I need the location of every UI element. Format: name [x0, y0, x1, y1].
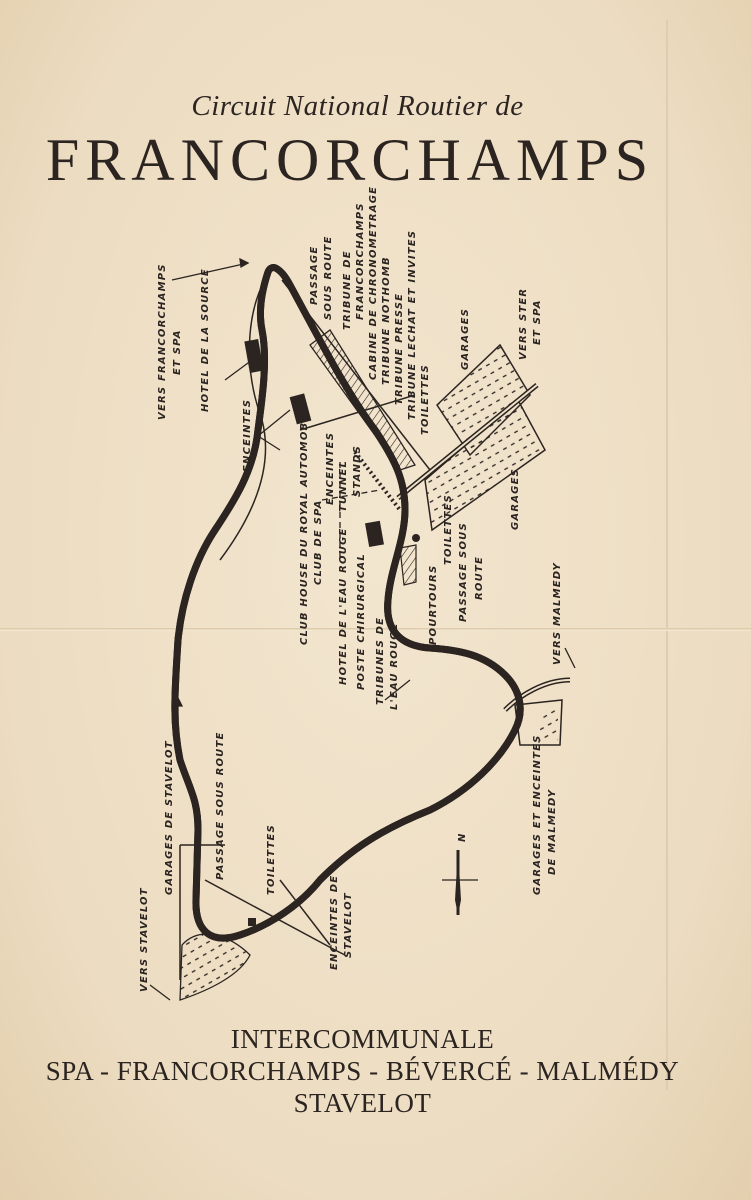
label-tribune-presse: TRIBUNE PRESSE — [394, 293, 405, 405]
eau-rouge-tribune — [399, 544, 417, 586]
label-cabine-chronometrage: CABINE DE CHRONOMETRAGE — [368, 186, 379, 380]
paddock-border-2 — [299, 394, 416, 431]
stavelot-garages-area — [179, 933, 251, 1001]
label-club-de-spa: CLUB DE SPA — [313, 499, 324, 585]
label-vers-francorchamps-spa: ET SPA — [172, 329, 183, 375]
label-tribune-francorchamps: FRANCORCHAMPS — [355, 202, 366, 320]
toilettes-building — [412, 534, 420, 542]
label-vers-malmedy: VERS MALMEDY — [552, 561, 563, 665]
label-tribunes-de: TRIBUNES DE — [375, 617, 386, 705]
label-route: ROUTE — [474, 556, 485, 600]
label-toilettes-2: TOILETTES — [443, 494, 454, 565]
label-enceintes-de: ENCEINTES DE — [329, 875, 340, 970]
malmedy-garages-fill — [540, 705, 558, 742]
paper-fold — [0, 628, 751, 631]
garages-area-top — [436, 343, 531, 457]
hotel-source-building — [244, 339, 264, 373]
label-passage: PASSAGE — [309, 246, 320, 305]
label-tribune-nothomb: TRIBUNE NOTHOMB — [381, 256, 392, 385]
hotel-eau-rouge-building — [365, 520, 384, 548]
label-vers-stavelot: VERS STAVELOT — [139, 887, 150, 992]
label-enceintes-2: ENCEINTES — [325, 432, 336, 505]
label-eau-rouge: L'EAU ROUGE — [389, 622, 400, 710]
label-hotel-source: HOTEL DE LA SOURCE — [200, 268, 211, 412]
tunnel-dashed — [321, 462, 381, 560]
label-vers-ster: VERS STER — [518, 288, 529, 360]
label-pourtours: POURTOURS — [428, 565, 439, 645]
stavelot-enclosures — [179, 844, 346, 980]
label-sous-route: SOUS ROUTE — [323, 236, 334, 320]
pit-stands — [353, 450, 402, 512]
club-house-building — [289, 393, 312, 425]
label-passage-sous: PASSAGE SOUS — [458, 522, 469, 622]
label-de-malmedy: DE MALMEDY — [547, 788, 558, 875]
label-tribune-de: TRIBUNE DE — [342, 250, 353, 330]
label-toilettes-3: TOILETTES — [266, 824, 277, 895]
north-label: N — [457, 832, 468, 842]
circuit-subtitle: Circuit National Routier de — [191, 90, 524, 122]
access-roads-inner — [397, 384, 571, 711]
north-arrow-icon — [455, 850, 461, 915]
label-enceintes: ENCEINTES — [242, 399, 253, 472]
label-poste-chirurgical: POSTE CHIRURGICAL — [356, 553, 367, 690]
footer-communes: SPA - FRANCORCHAMPS - BÉVERCÉ - MALMÉDY — [45, 1056, 680, 1086]
label-garages-bottom: GARAGES — [510, 468, 521, 530]
label-hotel-eau-rouge: HOTEL DE L'EAU ROUGE — [338, 527, 349, 685]
label-club-house: CLUB HOUSE DU ROYAL AUTOMOBILE — [299, 401, 310, 645]
label-tribune-lechat: TRIBUNE LECHAT ET INVITES — [407, 230, 418, 420]
circuit-title: FRANCORCHAMPS — [45, 127, 655, 193]
label-stands: STANDS — [352, 445, 363, 497]
label-toilettes: TOILETTES — [420, 364, 431, 435]
toilettes-stavelot-building — [248, 918, 256, 926]
label-vers-francorchamps: VERS FRANCORCHAMPS — [157, 263, 168, 420]
label-tunnel: TUNNEL — [338, 460, 349, 512]
footer-intercommunale: INTERCOMMUNALE — [230, 1024, 495, 1054]
label-stavelot: STAVELOT — [343, 892, 354, 958]
label-passage-stavelot: PASSAGE SOUS ROUTE — [215, 731, 226, 880]
label-garages-top: GARAGES — [460, 308, 471, 370]
page-border — [666, 20, 668, 1090]
footer-stavelot: STAVELOT — [293, 1088, 432, 1118]
label-vers-ster-spa: ET SPA — [532, 299, 543, 345]
label-garages-enceintes-malmedy: GARAGES ET ENCEINTES — [532, 734, 543, 895]
label-garages-stavelot: GARAGES DE STAVELOT — [164, 740, 175, 895]
malmedy-garages-box — [514, 699, 563, 746]
